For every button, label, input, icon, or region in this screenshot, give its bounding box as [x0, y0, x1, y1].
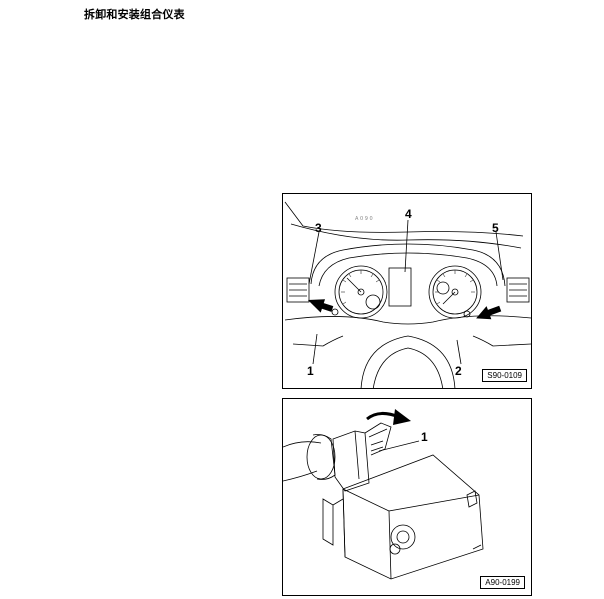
- connector-release-illustration: [283, 409, 484, 580]
- callout-3: 3: [315, 221, 322, 235]
- callout-1: 1: [421, 430, 428, 444]
- callout-2: 2: [455, 364, 462, 378]
- callout-5: 5: [492, 221, 499, 235]
- instrument-cluster-illustration: A 0 9 0: [284, 201, 531, 388]
- figure-code: S90-0109: [482, 369, 527, 382]
- figure-instrument-cluster: A 0 9 0 1 2 3 4 5 S90-0109: [282, 193, 532, 389]
- svg-text:A 0 9 0: A 0 9 0: [355, 216, 373, 222]
- callout-4: 4: [405, 207, 412, 221]
- callout-1: 1: [307, 364, 314, 378]
- figure-code: A90-0199: [480, 576, 525, 589]
- figure-connector-release: 1 A90-0199: [282, 398, 532, 596]
- page-title: 拆卸和安装组合仪表: [84, 8, 185, 21]
